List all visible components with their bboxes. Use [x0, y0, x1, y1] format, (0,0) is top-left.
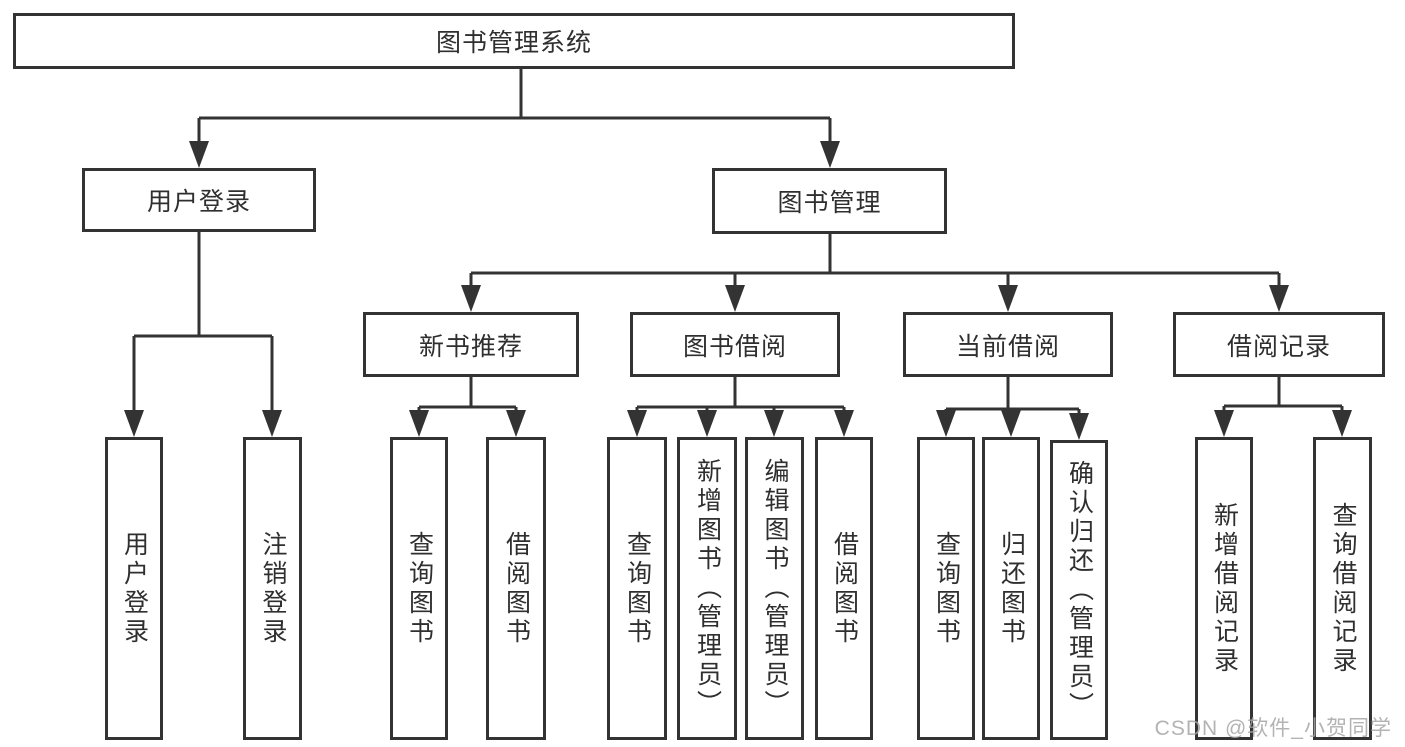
leaf-query-books: 查询图书 — [390, 437, 448, 740]
leaf-add-books-admin: 新增图书（管理员） — [677, 437, 737, 740]
node-label: 借阅记录 — [1226, 332, 1331, 361]
leaf-confirm-return-admin: 确认归还（管理员） — [1050, 440, 1108, 740]
arrowhead — [936, 410, 956, 437]
arrowhead — [764, 410, 784, 437]
node-book-borrow: 图书借阅 — [630, 312, 840, 377]
arrowhead — [1269, 285, 1289, 312]
arrowhead — [725, 285, 745, 312]
node-book-management: 图书管理 — [712, 168, 947, 234]
node-label: 用户登录 — [146, 188, 251, 216]
node-label: 借阅图书 — [830, 530, 859, 647]
leaf-user-login: 用户登录 — [105, 437, 163, 740]
node-library-management-system: 图书管理系统 — [13, 13, 1015, 69]
leaf-query-borrow-record: 查询借阅记录 — [1313, 437, 1372, 740]
node-label: 图书管理 — [777, 189, 882, 217]
node-label: 查询图书 — [932, 530, 961, 647]
node-label: 编辑图书（管理员） — [761, 458, 789, 719]
arrowhead — [189, 141, 209, 168]
node-current-borrow: 当前借阅 — [903, 312, 1113, 377]
node-label: 新书推荐 — [418, 332, 523, 361]
node-label: 新增借阅记录 — [1210, 501, 1239, 676]
arrowhead — [1214, 410, 1234, 437]
arrowhead — [262, 410, 282, 437]
arrowhead — [998, 285, 1018, 312]
connector-book-management-to-level3 — [469, 234, 1281, 290]
node-label: 查询图书 — [623, 530, 652, 647]
connector-borrow-records-to-children — [1222, 377, 1344, 416]
leaf-add-borrow-record: 新增借阅记录 — [1195, 437, 1253, 740]
node-new-book-recommend: 新书推荐 — [363, 312, 579, 377]
node-label: 注销登录 — [259, 530, 287, 647]
node-label: 查询借阅记录 — [1329, 501, 1357, 676]
connector-user-login-to-children — [132, 232, 274, 415]
node-label: 借阅图书 — [502, 530, 531, 647]
node-label: 图书借阅 — [682, 332, 787, 361]
connector-book-borrow-to-children — [635, 377, 846, 416]
arrowhead — [1332, 410, 1352, 437]
arrowhead — [506, 410, 526, 437]
connector-lines — [132, 69, 1344, 419]
arrowhead — [834, 410, 854, 437]
arrowhead — [820, 141, 840, 168]
arrowhead — [627, 410, 647, 437]
node-borrow-records: 借阅记录 — [1173, 312, 1385, 377]
watermark: CSDN @软件_小贺同学 — [1154, 717, 1392, 740]
connector-root-to-level2 — [197, 69, 832, 146]
node-label: 新增图书（管理员） — [693, 458, 722, 719]
leaf-return-books: 归还图书 — [982, 437, 1040, 740]
arrowheads — [124, 141, 1352, 440]
node-label: 归还图书 — [997, 530, 1026, 647]
node-label: 当前借阅 — [955, 332, 1060, 361]
leaf-edit-books-admin: 编辑图书（管理员） — [745, 437, 804, 740]
arrowhead — [1069, 413, 1089, 440]
leaf-borrow-books: 借阅图书 — [486, 437, 546, 740]
node-user-login: 用户登录 — [82, 168, 316, 232]
leaf-logout: 注销登录 — [243, 437, 302, 740]
leaf-borrow-books: 借阅图书 — [815, 437, 873, 740]
connector-new-book-to-children — [417, 377, 518, 416]
arrowhead — [409, 410, 429, 437]
arrowhead — [124, 410, 144, 437]
leaf-query-books: 查询图书 — [607, 437, 667, 740]
arrowhead — [697, 410, 717, 437]
node-label: 确认归还（管理员） — [1065, 459, 1094, 721]
node-label: 图书管理系统 — [435, 29, 592, 57]
node-label: 查询图书 — [405, 530, 434, 647]
node-label: 用户登录 — [120, 530, 149, 647]
arrowhead — [461, 285, 481, 312]
arrowhead — [1001, 410, 1021, 437]
leaf-query-books: 查询图书 — [917, 437, 975, 740]
